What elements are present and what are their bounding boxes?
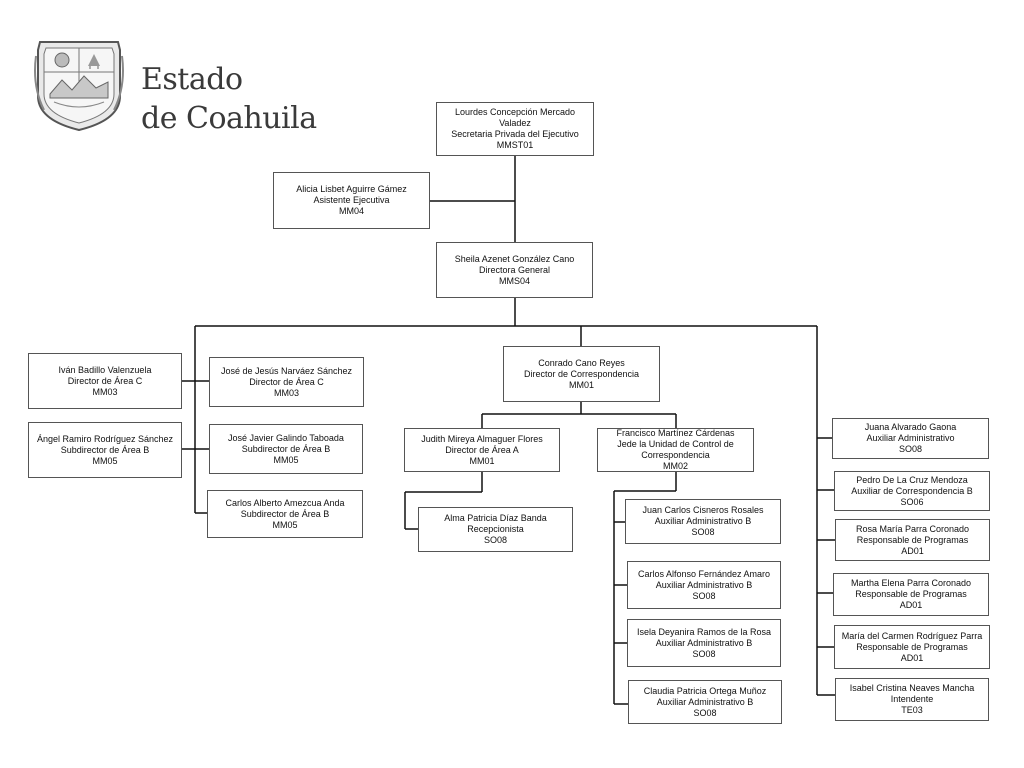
box-role: Responsable de Programas: [856, 641, 968, 652]
box-name: Pedro De La Cruz Mendoza: [856, 474, 968, 485]
box-code: MM03: [92, 386, 118, 397]
box-name: Lourdes Concepción Mercado Valadez: [454, 107, 576, 128]
box-code: AD01: [900, 652, 924, 663]
box-name: Juana Alvarado Gaona: [864, 422, 957, 432]
box-name: Martha Elena Parra Coronado: [850, 578, 972, 588]
box-isela: Isela Deyanira Ramos de la Rosa Auxiliar…: [627, 619, 781, 667]
box-code: MMST01: [496, 140, 534, 150]
box-name: Juan Carlos Cisneros Rosales: [642, 505, 764, 515]
box-name: Francisco Martínez Cárdenas: [616, 428, 735, 438]
box-claudia: Claudia Patricia Ortega Muñoz Auxiliar A…: [628, 680, 782, 724]
box-ivan: Iván Badillo Valenzuela Director de Área…: [28, 353, 182, 409]
box-name: José Javier Galindo Taboada: [228, 432, 344, 443]
box-code: AD01: [901, 545, 924, 556]
box-isabel: Isabel Cristina Neaves Mancha Intendente…: [835, 678, 989, 721]
box-name: Isabel Cristina Neaves Mancha: [849, 683, 975, 693]
box-role: Auxiliar Administrativo: [866, 433, 955, 443]
box-role: Subdirector de Área B: [241, 443, 331, 454]
box-carlos-amezcua: Carlos Alberto Amezcua Anda Subdirector …: [207, 490, 363, 538]
box-judith: Judith Mireya Almaguer Flores Director d…: [404, 428, 560, 472]
box-role: Auxiliar Administrativo B: [655, 637, 753, 648]
box-code: SO08: [898, 444, 922, 454]
box-alma: Alma Patricia Díaz Banda Recepcionista S…: [418, 507, 573, 552]
header: Estado de Coahuila: [0, 0, 320, 150]
box-maria: María del Carmen Rodríguez Parra Respons…: [834, 625, 990, 669]
box-role: Director de Correspondencia: [523, 368, 640, 379]
box-role: Director de Área A: [445, 444, 519, 455]
box-role: Auxiliar de Correspondencia B: [851, 485, 973, 496]
box-role: Auxiliar Administrativo B: [654, 516, 752, 526]
box-francisco: Francisco Martínez Cárdenas Jede la Unid…: [597, 428, 754, 472]
box-name: Conrado Cano Reyes: [538, 357, 625, 368]
box-juana: Juana Alvarado Gaona Auxiliar Administra…: [832, 418, 989, 459]
header-title-line-2: de Coahuila: [141, 101, 317, 136]
box-role: Directora General: [478, 264, 551, 275]
box-code: MM05: [273, 454, 299, 465]
box-code: MM04: [338, 206, 364, 216]
box-alicia: Alicia Lisbet Aguirre Gámez Asistente Ej…: [273, 172, 430, 229]
box-name: José de Jesús Narváez Sánchez: [220, 365, 353, 376]
box-code: MM05: [92, 455, 118, 466]
box-role: Secretaria Privada del Ejecutivo: [451, 129, 579, 139]
box-name: Carlos Alfonso Fernández Amaro: [637, 568, 771, 579]
box-role: Asistente Ejecutiva: [313, 195, 390, 205]
box-name: Isela Deyanira Ramos de la Rosa: [636, 626, 772, 637]
box-juan-carlos: Juan Carlos Cisneros Rosales Auxiliar Ad…: [625, 499, 781, 544]
box-code: SO08: [483, 535, 507, 545]
box-jose-galindo: José Javier Galindo Taboada Subdirector …: [209, 424, 363, 474]
box-name: Iván Badillo Valenzuela: [58, 364, 152, 375]
box-role: Auxiliar Administrativo B: [656, 696, 754, 707]
box-name: Rosa María Parra Coronado: [855, 523, 970, 534]
box-code: MM03: [273, 387, 299, 398]
box-name: Carlos Alberto Amezcua Anda: [225, 497, 345, 508]
box-code: SO08: [692, 590, 716, 601]
box-name: Ángel Ramiro Rodríguez Sánchez: [36, 433, 174, 444]
box-martha: Martha Elena Parra Coronado Responsable …: [833, 573, 989, 616]
box-role: Jede la Unidad de Control de Corresponde…: [617, 439, 734, 460]
box-role: Director de Área C: [67, 375, 143, 386]
box-pedro: Pedro De La Cruz Mendoza Auxiliar de Cor…: [834, 471, 990, 511]
box-role: Responsable de Programas: [855, 589, 967, 599]
coahuila-seal-logo: [34, 41, 124, 132]
box-role: Responsable de Programas: [856, 534, 969, 545]
box-sheila: Sheila Azenet González Cano Directora Ge…: [436, 242, 593, 298]
box-name: María del Carmen Rodríguez Parra: [841, 630, 983, 641]
box-name: Sheila Azenet González Cano: [454, 253, 575, 264]
box-code: MM05: [272, 519, 298, 530]
box-lourdes: Lourdes Concepción Mercado Valadez Secre…: [436, 102, 594, 156]
box-code: MMS04: [498, 275, 530, 286]
box-code: MM02: [662, 461, 688, 471]
box-code: MM01: [568, 379, 594, 390]
box-name: Claudia Patricia Ortega Muñoz: [643, 685, 767, 696]
box-code: SO06: [900, 496, 924, 507]
box-code: TE03: [901, 705, 923, 715]
box-conrado: Conrado Cano Reyes Director de Correspon…: [503, 346, 660, 402]
box-name: Alicia Lisbet Aguirre Gámez: [296, 184, 407, 194]
box-code: MM01: [469, 455, 495, 466]
box-name: Judith Mireya Almaguer Flores: [421, 433, 543, 444]
box-code: SO08: [691, 527, 715, 537]
box-code: SO08: [692, 648, 716, 659]
box-angel: Ángel Ramiro Rodríguez Sánchez Subdirect…: [28, 422, 182, 478]
box-role: Recepcionista: [467, 524, 524, 534]
box-name: Alma Patricia Díaz Banda: [444, 513, 547, 523]
box-jose-narvaez: José de Jesús Narváez Sánchez Director d…: [209, 357, 364, 407]
box-role: Director de Área C: [249, 376, 324, 387]
box-code: AD01: [899, 600, 923, 610]
box-code: SO08: [693, 707, 717, 718]
box-rosa: Rosa María Parra Coronado Responsable de…: [835, 519, 990, 561]
box-carlos-fernandez: Carlos Alfonso Fernández Amaro Auxiliar …: [627, 561, 781, 609]
box-role: Subdirector de Área B: [60, 444, 150, 455]
box-role: Subdirector de Área B: [240, 508, 330, 519]
header-title-line-1: Estado: [141, 62, 243, 97]
box-role: Auxiliar Administrativo B: [655, 579, 753, 590]
box-role: Intendente: [890, 694, 934, 704]
